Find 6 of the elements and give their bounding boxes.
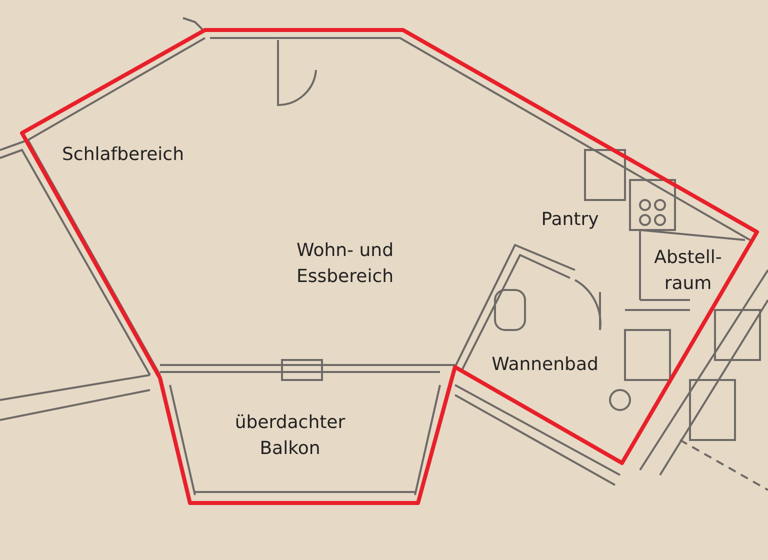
room-label: Wannenbad xyxy=(490,353,600,377)
room-label: Schlafbereich xyxy=(61,143,185,167)
room-label: Pantry xyxy=(540,208,600,232)
room-label: Wohn- und Essbereich xyxy=(295,239,395,289)
room-label: Abstell- raum xyxy=(653,246,723,296)
room-label: überdachter Balkon xyxy=(234,411,346,461)
